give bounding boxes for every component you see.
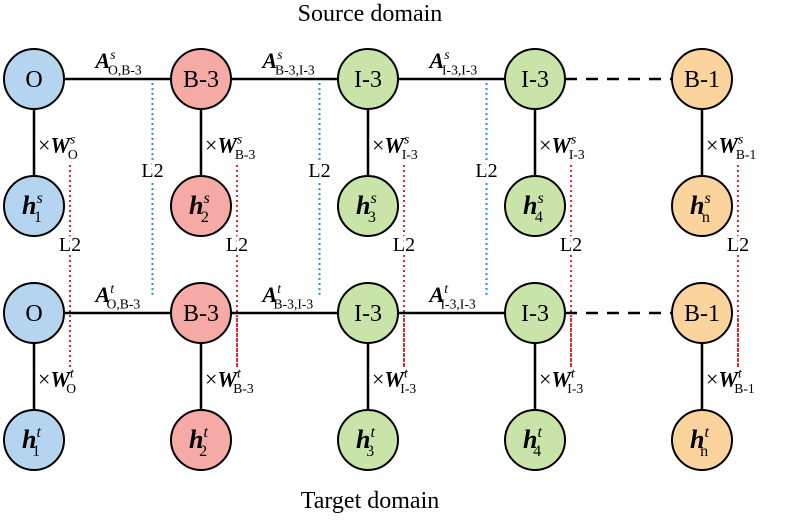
source-tag-label-3: I-3	[354, 67, 382, 93]
source-tag-label-4: I-3	[521, 67, 549, 93]
target-tag-node-4	[504, 282, 566, 344]
svg-text:hs1: hs1	[22, 190, 43, 226]
source-tag-label-2: B-3	[183, 67, 219, 93]
svg-text:AtO,B-3: AtO,B-3	[94, 281, 141, 312]
source-tag-label-1: O	[25, 67, 42, 93]
svg-text:×WtB-3: ×WtB-3	[205, 365, 254, 396]
target-hidden-node-4	[504, 409, 566, 471]
target-hidden-node-2	[170, 409, 232, 471]
svg-text:×WtI-3: ×WtI-3	[372, 365, 416, 396]
svg-text:×WtI-3: ×WtI-3	[539, 365, 583, 396]
source-hidden-node-5	[671, 175, 733, 237]
source-hidden-node-3	[337, 175, 399, 237]
svg-text:AtB-3,I-3: AtB-3,I-3	[261, 281, 314, 312]
source-tag-node-3	[337, 48, 399, 110]
svg-text:×WsI-3: ×WsI-3	[372, 131, 418, 162]
target-hidden-node-5	[671, 409, 733, 471]
svg-text:hs2: hs2	[189, 190, 210, 226]
target-tag-node-1	[3, 282, 65, 344]
l2-label-hidden-5: L2	[727, 234, 749, 256]
svg-text:×WtB-1: ×WtB-1	[706, 365, 755, 396]
svg-text:ht1: ht1	[22, 424, 41, 460]
l2-label-transition-3: L2	[475, 160, 497, 182]
l2-label-transition-2: L2	[308, 160, 330, 182]
target-tag-label-4: I-3	[521, 301, 549, 327]
source-tag-node-4	[504, 48, 566, 110]
svg-text:×WsI-3: ×WsI-3	[539, 131, 585, 162]
svg-text:htn: htn	[690, 424, 709, 460]
svg-text:AtI-3,I-3: AtI-3,I-3	[428, 281, 476, 312]
source-domain-title: Source domain	[298, 1, 443, 27]
target-tag-node-5	[671, 282, 733, 344]
svg-text:×WsB-3: ×WsB-3	[205, 131, 255, 162]
source-tag-node-1	[3, 48, 65, 110]
source-hidden-node-1	[3, 175, 65, 237]
svg-text:×WtO: ×WtO	[38, 365, 76, 396]
target-domain-title: Target domain	[301, 488, 440, 514]
source-hidden-node-2	[170, 175, 232, 237]
target-tag-label-2: B-3	[183, 301, 219, 327]
target-tag-node-2	[170, 282, 232, 344]
target-tag-label-5: B-1	[684, 301, 720, 327]
source-hidden-node-4	[504, 175, 566, 237]
svg-text:×WsB-1: ×WsB-1	[706, 131, 756, 162]
l2-label-hidden-2: L2	[226, 234, 248, 256]
svg-text:ht3: ht3	[356, 424, 375, 460]
svg-text:ht2: ht2	[189, 424, 208, 460]
l2-label-hidden-4: L2	[560, 234, 582, 256]
source-tag-label-5: B-1	[684, 67, 720, 93]
svg-text:hsn: hsn	[690, 190, 711, 226]
target-tag-label-3: I-3	[354, 301, 382, 327]
svg-text:×WsO: ×WsO	[38, 131, 78, 162]
source-tag-node-2	[170, 48, 232, 110]
target-tag-node-3	[337, 282, 399, 344]
svg-text:AsB-3,I-3: AsB-3,I-3	[261, 47, 315, 78]
svg-text:hs3: hs3	[356, 190, 377, 226]
l2-label-hidden-3: L2	[393, 234, 415, 256]
svg-text:ht4: ht4	[523, 424, 542, 460]
source-tag-node-5	[671, 48, 733, 110]
l2-label-transition-1: L2	[141, 160, 163, 182]
svg-text:AsO,B-3: AsO,B-3	[94, 47, 142, 78]
svg-text:AsI-3,I-3: AsI-3,I-3	[428, 47, 478, 78]
l2-label-hidden-1: L2	[59, 234, 81, 256]
target-hidden-node-3	[337, 409, 399, 471]
target-tag-label-1: O	[25, 301, 42, 327]
svg-text:hs4: hs4	[523, 190, 544, 226]
target-hidden-node-1	[3, 409, 65, 471]
